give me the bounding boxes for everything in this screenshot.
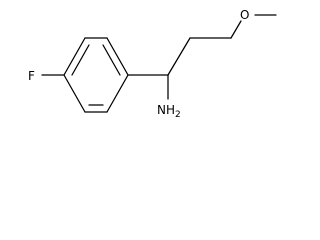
ring-bond-1 [63,37,86,76]
alpha-to-beta-carbon-bond [167,37,191,76]
ring-bond-4 [106,74,129,113]
ring-bond-6 [63,74,86,113]
oxygen-label: O [240,8,249,22]
fluorine-label: F [28,69,35,83]
ring-double-bond-1 [71,44,90,76]
benzene-ring [63,37,129,113]
gamma-carbon-to-oxygen-bond [230,20,242,39]
ring-bond-3 [106,37,129,76]
amine-label: NH2 [157,103,181,120]
amine-nh-text: NH [157,103,175,117]
ring-double-bond-2 [102,44,121,76]
chemical-structure: F O NH2 [28,8,277,120]
amine-subscript: 2 [175,110,181,120]
